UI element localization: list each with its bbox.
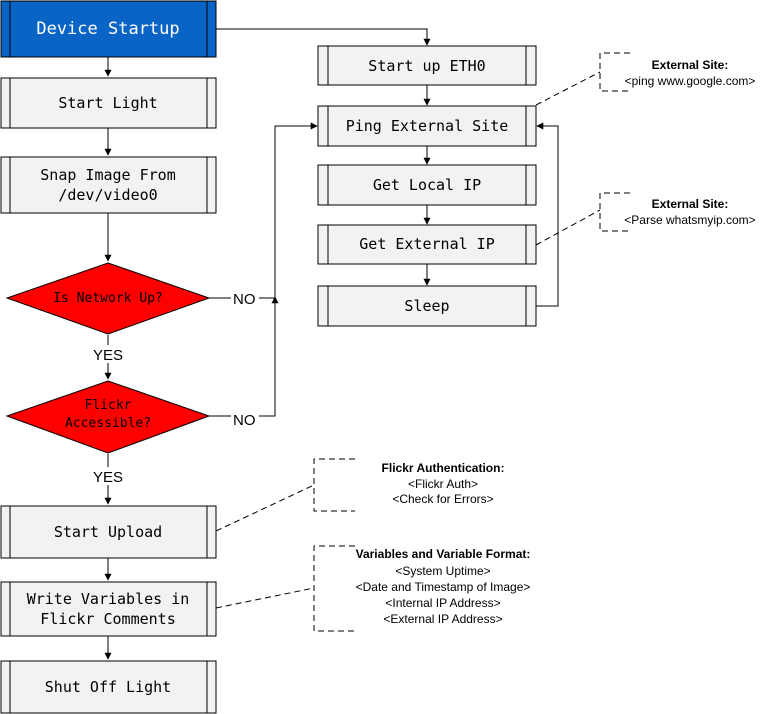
bracket-ping-site: [599, 52, 630, 92]
note-flickr-auth-line-1: <Flickr Auth>: [408, 477, 478, 491]
note-ping-site-title: External Site:: [652, 58, 729, 72]
node-is-network-up-label: Is Network Up?: [53, 291, 163, 306]
node-snap-image-line-2: /dev/video0: [58, 186, 157, 204]
note-parse-site-line-1: <Parse whatsmyip.com>: [624, 213, 755, 227]
node-start-eth0: Start up ETH0: [317, 45, 537, 86]
note-flickr-auth: Flickr Authentication: <Flickr Auth> <Ch…: [382, 461, 505, 506]
edge-label-bg: [90, 345, 126, 363]
note-ping-site: External Site: <ping www.google.com>: [625, 58, 756, 88]
node-device-startup-label: Device Startup: [36, 19, 179, 39]
bracket-variables: [313, 545, 355, 632]
node-get-external-ip: Get External IP: [317, 224, 537, 265]
note-flickr-auth-title: Flickr Authentication:: [382, 461, 505, 475]
note-link-flickr-auth: [215, 484, 315, 532]
edge-label-network-no: NO: [233, 291, 256, 308]
node-write-variables: Write Variables in Flickr Comments: [0, 581, 217, 637]
edge-startup-to-eth0: [216, 28, 431, 46]
node-start-eth0-label: Start up ETH0: [368, 57, 485, 75]
edge-label-flickr-yes: YES: [93, 469, 123, 486]
node-start-light-label: Start Light: [58, 94, 157, 112]
edge-label-bg: [231, 289, 259, 307]
annotation-connectors: [215, 71, 601, 609]
note-variables-line-4: <External IP Address>: [383, 612, 502, 626]
note-variables-line-2: <Date and Timestamp of Image>: [356, 580, 531, 594]
node-start-upload-label: Start Upload: [54, 523, 162, 541]
bracket-parse-site: [599, 192, 630, 232]
note-parse-site-title: External Site:: [652, 197, 729, 211]
note-variables-line-1: <System Uptime>: [395, 564, 490, 578]
node-write-variables-line-2: Flickr Comments: [40, 610, 175, 628]
edge-sleep-loop: [536, 122, 559, 307]
node-flickr-accessible-line-2: Accessible?: [65, 416, 151, 431]
edge-label-network-yes: YES: [93, 347, 123, 364]
node-snap-image: Snap Image From /dev/video0: [0, 156, 217, 214]
node-ping-external-site: Ping External Site: [317, 105, 537, 147]
node-get-local-ip: Get Local IP: [317, 164, 537, 206]
node-shut-off-light: Shut Off Light: [0, 660, 217, 714]
node-start-light: Start Light: [0, 77, 217, 129]
node-sleep-label: Sleep: [404, 297, 449, 315]
node-flickr-accessible-line-1: Flickr: [85, 398, 132, 413]
edge-label-flickr-no: NO: [233, 412, 256, 429]
note-link-parse: [535, 209, 601, 246]
note-ping-site-line-1: <ping www.google.com>: [625, 74, 756, 88]
edge-no-to-ping: [274, 122, 318, 298]
node-write-variables-line-1: Write Variables in: [27, 590, 190, 608]
bracket-flickr-auth: [313, 458, 355, 512]
note-parse-site: External Site: <Parse whatsmyip.com>: [624, 197, 755, 227]
node-sleep: Sleep: [317, 285, 537, 327]
note-flickr-auth-line-2: <Check for Errors>: [392, 492, 493, 506]
edge-flickr-no: [209, 296, 279, 417]
node-get-local-ip-label: Get Local IP: [373, 176, 481, 194]
note-link-variables: [215, 587, 315, 609]
node-start-upload: Start Upload: [0, 505, 217, 559]
node-is-network-up: Is Network Up?: [5, 262, 211, 335]
note-variables-line-3: <Internal IP Address>: [385, 596, 500, 610]
node-flickr-accessible: Flickr Accessible?: [5, 380, 211, 454]
node-ping-external-site-label: Ping External Site: [346, 117, 509, 135]
node-snap-image-line-1: Snap Image From: [40, 166, 175, 184]
note-variables: Variables and Variable Format: <System U…: [356, 547, 531, 626]
node-shut-off-light-label: Shut Off Light: [45, 678, 171, 696]
node-get-external-ip-label: Get External IP: [359, 235, 494, 253]
node-device-startup: Device Startup: [0, 0, 217, 58]
note-variables-title: Variables and Variable Format:: [356, 547, 531, 561]
edge-label-bg: [231, 410, 259, 428]
note-link-ping: [535, 71, 601, 106]
edge-label-bg: [90, 467, 126, 485]
annotation-brackets: [313, 52, 630, 632]
